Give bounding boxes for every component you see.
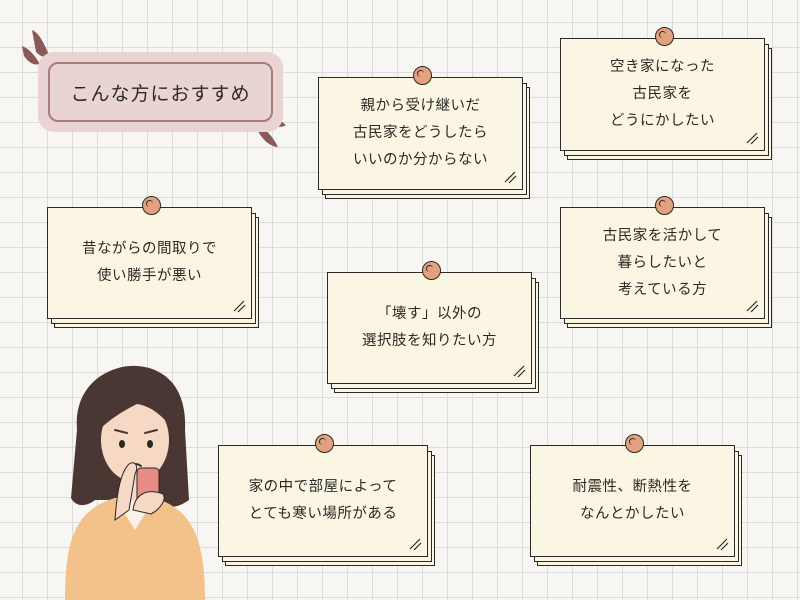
pin-icon: [654, 27, 674, 46]
pin-icon: [654, 196, 674, 215]
note-card: 家の中で部屋によって とても寒い場所がある: [218, 434, 435, 566]
note-card: 古民家を活かして 暮らしたいと 考えている方: [560, 196, 772, 328]
note-text: 家の中で部屋によって とても寒い場所がある: [248, 479, 398, 522]
note-text: 「壊す」以外の 選択肢を知りたい方: [362, 306, 497, 349]
note-text: 空き家になった 古民家を どうにかしたい: [610, 59, 715, 129]
note-card: 親から受け継いだ 古民家をどうしたら いいのか分からない: [318, 66, 530, 199]
corner-lines-icon: [716, 538, 729, 551]
note-text: 親から受け継いだ 古民家をどうしたら いいのか分からない: [353, 98, 488, 168]
note-text: 古民家を活かして 暮らしたいと 考えている方: [602, 227, 723, 298]
corner-lines-icon: [513, 365, 526, 378]
corner-lines-icon: [746, 300, 759, 313]
note-text: 昔ながらの間取りで 使い勝手が悪い: [82, 241, 217, 284]
note-card: 空き家になった 古民家を どうにかしたい: [560, 27, 772, 160]
corner-lines-icon: [504, 171, 517, 184]
thinking-woman-illustration: [65, 365, 205, 600]
corner-lines-icon: [746, 132, 759, 145]
note-card: 昔ながらの間取りで 使い勝手が悪い: [47, 196, 259, 328]
note-card: 「壊す」以外の 選択肢を知りたい方: [327, 261, 539, 393]
title-badge: こんな方におすすめ: [38, 52, 283, 132]
pin-icon: [141, 196, 161, 215]
corner-lines-icon: [409, 538, 422, 551]
note-card: 耐震性、断熱性を なんとかしたい: [530, 434, 742, 566]
pin-icon: [624, 434, 644, 453]
pin-icon: [421, 261, 441, 280]
page-title: こんな方におすすめ: [48, 62, 273, 122]
pin-icon: [315, 434, 334, 453]
pin-icon: [412, 66, 432, 85]
accent-lines-top-left: [22, 30, 50, 65]
note-text: 耐震性、断熱性を なんとかしたい: [572, 479, 693, 522]
corner-lines-icon: [233, 300, 246, 313]
